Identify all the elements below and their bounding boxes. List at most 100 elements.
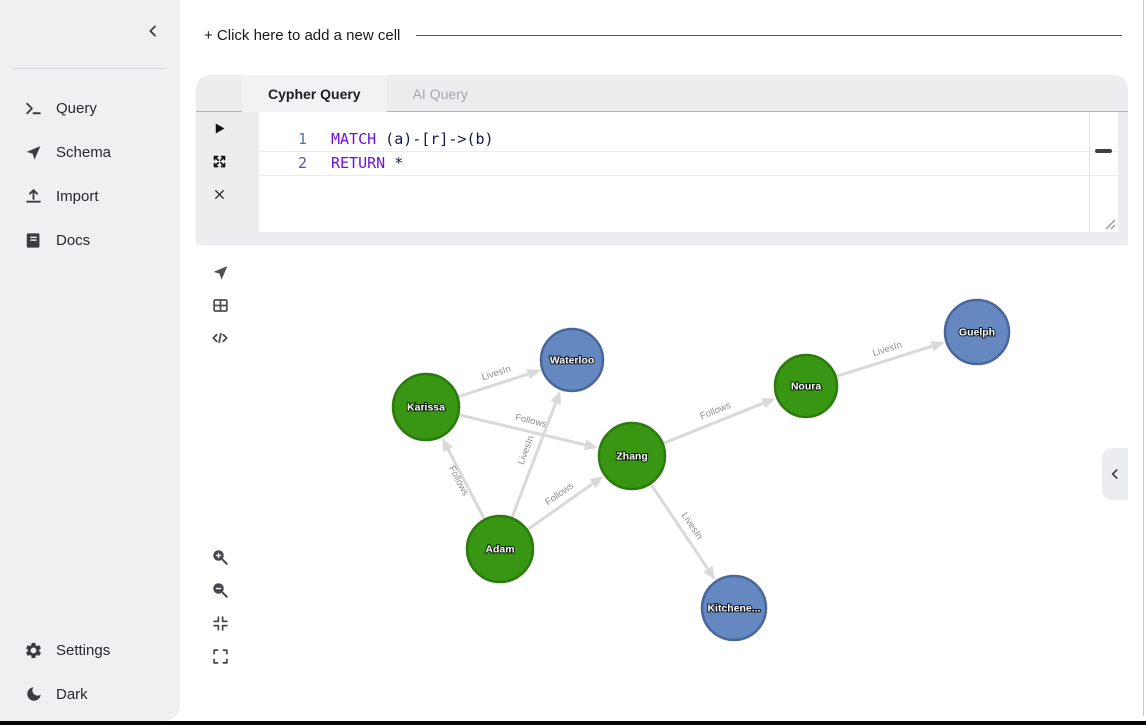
- sidebar-item-label: Import: [56, 187, 99, 205]
- code-view-button[interactable]: [208, 326, 232, 350]
- sidebar-divider: [14, 68, 166, 69]
- sidebar-nav: Query Schema Import Docs: [0, 86, 180, 262]
- chevron-left-icon: [1108, 467, 1122, 481]
- sidebar-item-schema[interactable]: Schema: [0, 130, 180, 174]
- editor-resize-handle[interactable]: [1102, 216, 1116, 230]
- upload-icon: [24, 187, 43, 206]
- sidebar-item-settings[interactable]: Settings: [0, 628, 180, 672]
- sidebar-item-label: Schema: [56, 143, 112, 161]
- fit-graph-button[interactable]: [208, 611, 232, 635]
- sidebar-item-label: Query: [56, 99, 97, 117]
- sidebar-item-label: Settings: [56, 641, 111, 659]
- close-icon: [213, 188, 226, 201]
- editor-line: 1 MATCH (a)-[r]->(b): [259, 128, 1118, 152]
- zoom-out-button[interactable]: [208, 578, 232, 602]
- code-text: *: [385, 154, 404, 172]
- graph-edge: [457, 372, 529, 399]
- run-query-button[interactable]: [196, 112, 242, 145]
- graph-edge-arrowhead: [526, 368, 541, 380]
- editor-scrollbar-track: [1089, 112, 1090, 232]
- table-view-button[interactable]: [208, 293, 232, 317]
- code-keyword: MATCH: [331, 130, 377, 148]
- graph-edge-arrowhead: [442, 438, 454, 453]
- graph-zoom-controls: [208, 545, 232, 668]
- play-icon: [212, 121, 227, 136]
- terminal-icon: [24, 99, 43, 118]
- graph-edge: [649, 483, 710, 570]
- graph-edge-label: Follows: [446, 464, 471, 498]
- code-text: (a)-[r]->(b): [376, 130, 494, 148]
- window-bottom-edge: [0, 721, 1146, 725]
- right-panel-border: [1143, 0, 1144, 716]
- sidebar-item-label: Docs: [56, 231, 91, 249]
- sidebar-item-dark-mode[interactable]: Dark: [0, 672, 180, 716]
- graph-node-kitchener[interactable]: Kitchene...: [700, 574, 768, 642]
- chevron-left-icon: [145, 23, 161, 39]
- graph-edge-label: LivesIn: [679, 511, 705, 542]
- zoom-out-icon: [211, 581, 229, 599]
- graph-view-icon: [211, 263, 230, 282]
- graph-edge: [526, 482, 594, 531]
- graph-edge: [458, 413, 586, 447]
- cypher-editor[interactable]: 1 MATCH (a)-[r]->(b) 2 RETURN *: [259, 112, 1118, 232]
- gear-icon: [24, 641, 43, 660]
- cell-actions: [196, 111, 242, 211]
- graph-edge-arrowhead: [930, 340, 945, 352]
- expand-icon: [212, 154, 227, 169]
- graph-edge-label: Follows: [514, 412, 548, 430]
- graph-node-label: Adam: [485, 544, 514, 556]
- sidebar-item-import[interactable]: Import: [0, 174, 180, 218]
- line-number: 2: [297, 154, 307, 172]
- schema-icon: [24, 143, 43, 162]
- graph-edge: [446, 448, 486, 520]
- graph-canvas[interactable]: LivesInFollowsFollowsLivesInFollowsFollo…: [196, 245, 1128, 700]
- graph-node-karissa[interactable]: Karissa: [391, 372, 461, 442]
- query-tabs: Cypher Query AI Query: [242, 75, 494, 112]
- code-icon: [210, 328, 230, 348]
- graph-node-waterloo[interactable]: Waterloo: [539, 327, 605, 393]
- graph-node-label: Kitchene...: [707, 603, 760, 615]
- close-cell-button[interactable]: [196, 178, 242, 211]
- editor-scrollbar-thumb[interactable]: [1095, 149, 1112, 153]
- add-cell-label: + Click here to add a new cell: [204, 27, 401, 44]
- right-panel-toggle[interactable]: [1102, 448, 1128, 500]
- graph-view-button[interactable]: [208, 260, 232, 284]
- sidebar-item-query[interactable]: Query: [0, 86, 180, 130]
- graph-edge-arrowhead: [584, 439, 598, 451]
- query-cell: Cypher Query AI Query 1 MATCH (: [196, 75, 1128, 700]
- fullscreen-button[interactable]: [208, 644, 232, 668]
- zoom-in-button[interactable]: [208, 545, 232, 569]
- sidebar: Query Schema Import Docs Settings: [0, 0, 180, 721]
- graph-node-zhang[interactable]: Zhang: [597, 421, 667, 491]
- graph-node-label: Guelph: [959, 327, 995, 339]
- sidebar-collapse-button[interactable]: [140, 18, 166, 44]
- graph-node-label: Zhang: [616, 451, 648, 463]
- sidebar-item-label: Dark: [56, 685, 88, 703]
- add-cell-button[interactable]: + Click here to add a new cell: [204, 27, 1122, 44]
- sidebar-item-docs[interactable]: Docs: [0, 218, 180, 262]
- graph-node-noura[interactable]: Noura: [773, 353, 839, 419]
- tab-ai-query[interactable]: AI Query: [412, 85, 468, 102]
- graph-node-guelph[interactable]: Guelph: [943, 298, 1011, 366]
- cell-actions-divider: [200, 111, 240, 112]
- result-view-switcher: [208, 260, 232, 350]
- expand-cell-button[interactable]: [196, 145, 242, 178]
- graph-edge: [836, 344, 933, 378]
- zoom-in-icon: [211, 548, 229, 566]
- graph-edge: [510, 402, 558, 518]
- moon-icon: [24, 685, 43, 704]
- graph-edge-arrowhead: [550, 390, 561, 405]
- graph-node-adam[interactable]: Adam: [465, 514, 535, 584]
- line-number: 1: [297, 130, 307, 148]
- fullscreen-icon: [212, 648, 229, 665]
- graph-edge-label: Follows: [543, 480, 576, 508]
- graph-edge-arrowhead: [703, 565, 716, 580]
- editor-line: 2 RETURN *: [259, 152, 1118, 176]
- graph-node-label: Waterloo: [550, 355, 595, 367]
- tab-cypher-query[interactable]: Cypher Query: [242, 75, 387, 112]
- graph-edge: [662, 401, 764, 445]
- header-divider: [196, 111, 1128, 112]
- table-icon: [211, 296, 230, 315]
- graph-edge-arrowhead: [761, 398, 776, 409]
